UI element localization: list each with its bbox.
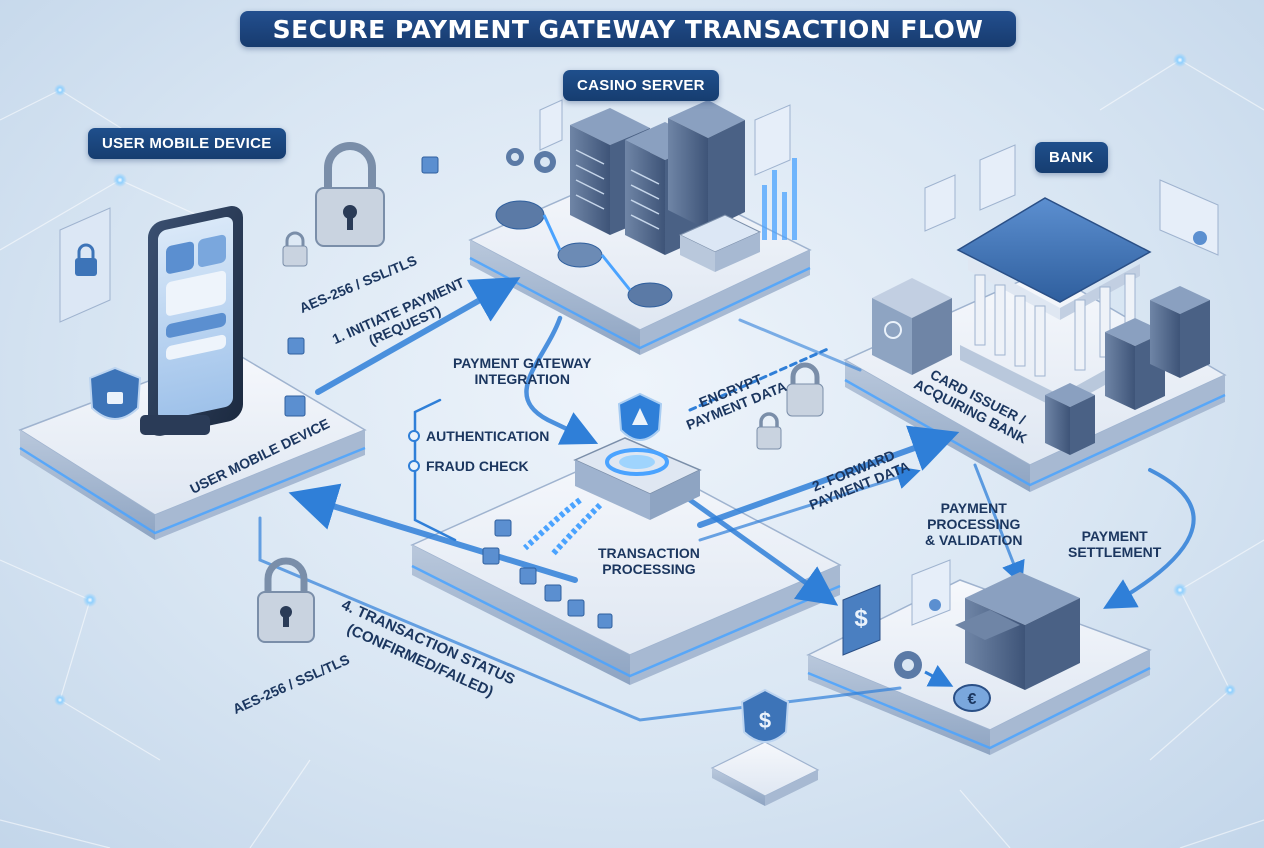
user-device-badge: USER MOBILE DEVICE — [88, 128, 286, 159]
padlock-icon-bottom — [257, 557, 315, 643]
arrow-settlement — [1103, 468, 1196, 609]
arrow-to-processing — [687, 497, 839, 606]
floating-doc-card — [539, 99, 791, 176]
network-routers — [495, 200, 673, 308]
transaction-line2: PROCESSING — [602, 561, 696, 577]
dollar-symbol: $ — [854, 605, 868, 632]
settlement-line1: PAYMENT — [1081, 528, 1148, 544]
document-card — [911, 559, 951, 626]
payment-settlement-label: PAYMENT SETTLEMENT — [1068, 528, 1161, 560]
casino-server-badge: CASINO SERVER — [563, 70, 719, 101]
transaction-line1: TRANSACTION — [598, 545, 700, 561]
processing-line3: & VALIDATION — [925, 532, 1023, 548]
bank-server-rack — [1045, 286, 1210, 455]
transaction-processing-platform — [410, 449, 842, 685]
padlock-icon-top — [315, 142, 385, 247]
profile-icon — [166, 241, 194, 274]
settlement-line2: SETTLEMENT — [1068, 544, 1162, 560]
bank-badge: BANK — [1035, 142, 1108, 173]
arrow-forward-data-2 — [698, 465, 921, 542]
data-cables — [522, 497, 603, 558]
fraud-check-label: FRAUD CHECK — [426, 458, 529, 474]
small-padlock-icon — [282, 231, 308, 267]
card-icon — [166, 270, 226, 316]
payment-processing-label: PAYMENT PROCESSING & VALIDATION — [925, 500, 1022, 548]
background-nodes — [54, 53, 1236, 706]
dollar-shield-icon — [740, 688, 790, 743]
server-racks — [570, 100, 745, 255]
globe-icon — [198, 234, 226, 267]
processing-server — [955, 572, 1080, 690]
arrow-forward-data — [697, 425, 960, 528]
smartphone — [140, 206, 243, 436]
arrow-bank-to-processing — [973, 463, 1025, 586]
processing-line1: PAYMENT — [940, 500, 1007, 516]
page-title: SECURE PAYMENT GATEWAY TRANSACTION FLOW — [240, 11, 1016, 47]
gateway-shield-icon — [617, 392, 663, 441]
casino-server-platform — [468, 164, 812, 355]
transaction-processing-label: TRANSACTION PROCESSING — [598, 545, 700, 577]
bar-chart-graphic — [762, 158, 797, 240]
server-modules — [678, 214, 762, 272]
gear-icons — [506, 148, 556, 173]
floating-lock-card — [59, 207, 111, 323]
gateway-integration-label: PAYMENT GATEWAY INTEGRATION — [453, 355, 591, 387]
arrow-encrypt-data — [688, 346, 832, 412]
auth-status-dot — [408, 430, 420, 442]
euro-symbol: € — [968, 691, 977, 708]
gateway-line2: INTEGRATION — [474, 371, 570, 387]
shield-base-platform — [710, 741, 820, 806]
processing-line2: PROCESSING — [927, 516, 1021, 532]
gateway-line1: PAYMENT GATEWAY — [453, 355, 592, 371]
shield-lock-icon — [88, 366, 142, 420]
arrow-transaction-status — [288, 483, 578, 583]
shield-dollar-symbol: $ — [759, 708, 771, 733]
processing-gear-icon — [894, 651, 954, 687]
fraud-status-dot — [408, 460, 420, 472]
floating-certificate-cards — [924, 144, 1219, 256]
arrow-gateway-integration — [524, 315, 599, 445]
bank-vault — [872, 278, 952, 375]
euro-coin — [953, 684, 991, 712]
gateway-hub — [573, 437, 702, 520]
data-cubes — [284, 156, 613, 629]
dollar-card — [842, 584, 881, 656]
padlock-icon-encrypt — [756, 362, 824, 450]
arrow-initiate-payment — [315, 277, 521, 395]
authentication-label: AUTHENTICATION — [426, 428, 550, 444]
